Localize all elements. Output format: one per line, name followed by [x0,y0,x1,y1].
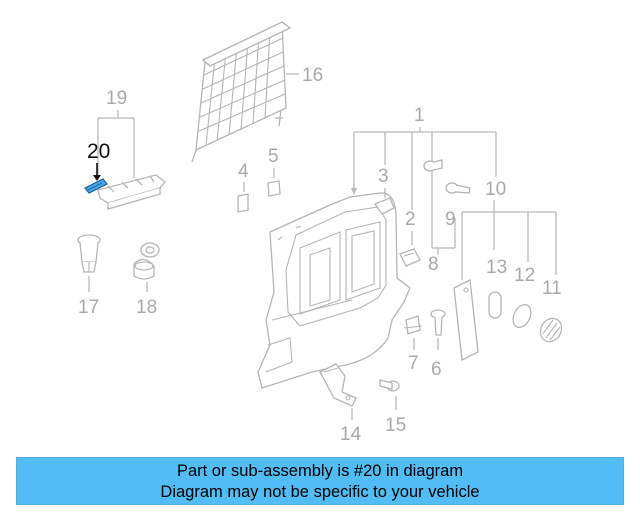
callout-13: 13 [486,257,507,278]
callout-14: 14 [340,424,362,445]
part-19-bracket[interactable] [97,174,166,210]
part-4-clip[interactable] [237,193,249,213]
part-18-grommet[interactable] [133,242,160,280]
callout-17: 17 [78,297,99,318]
part-1-quarter-trim[interactable] [257,192,411,389]
callout-7: 7 [408,353,419,374]
part-16-cargo-net[interactable] [191,21,292,163]
callout-5: 5 [268,146,279,167]
part-11-cap[interactable] [536,315,565,346]
part-10-cover[interactable] [453,279,479,361]
callout-12: 12 [514,265,535,286]
part-3-clip[interactable] [373,197,395,215]
callout-16: 16 [302,65,323,86]
callout-9: 9 [445,209,456,230]
callout-15: 15 [385,415,406,436]
part-2-clip[interactable] [399,248,421,267]
part-7-clip[interactable] [403,315,423,335]
banner-line-1: Part or sub-assembly is #20 in diagram [176,462,464,480]
callout-6: 6 [431,359,442,380]
part-20-highlighted[interactable] [84,178,108,194]
info-banner-bg [16,457,624,505]
part-15-bolt[interactable] [379,379,400,392]
part-12-plug[interactable] [510,302,535,331]
callout-4: 4 [238,161,249,182]
callout-11: 11 [542,278,562,299]
callout-18: 18 [136,297,157,318]
callout-8: 8 [428,254,439,275]
part-17-clip[interactable] [77,234,101,273]
callout-2: 2 [405,209,416,230]
part-5-clip[interactable] [267,180,281,197]
callout-19: 19 [106,88,127,109]
part-14-bracket[interactable] [319,363,357,407]
part-6-screw[interactable] [430,309,446,336]
banner-line-2: Diagram may not be specific to your vehi… [160,483,480,501]
callout-10: 10 [485,179,506,200]
info-banner: Part or sub-assembly is #20 in diagram D… [16,457,624,505]
part-9-fastener[interactable] [445,182,471,194]
callout-1: 1 [414,105,425,126]
callout-3: 3 [378,166,389,187]
callout-20: 20 [87,140,110,163]
part-13-plug[interactable] [488,291,502,319]
part-8-fastener[interactable] [423,159,443,172]
